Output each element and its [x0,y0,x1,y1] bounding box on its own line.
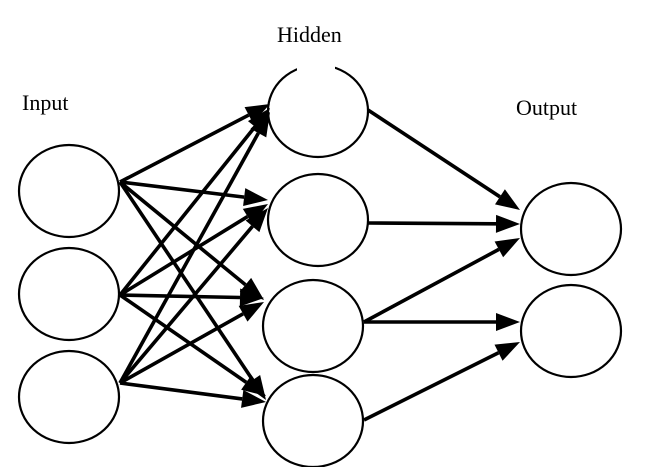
arrowhead-i2-h2 [242,204,268,225]
edge-h4-o2 [363,351,500,422]
edge-i1-h3 [118,180,247,287]
hidden-node-h3 [261,278,365,374]
arrowhead-i1-h2 [243,188,268,207]
edges [118,108,501,422]
arrowhead-i2-h4 [241,374,266,396]
clip-mask [297,60,335,73]
hidden-layer-label: Hidden [277,22,342,47]
arrowhead-i2-h3 [239,288,264,307]
input-node-i1 [17,143,121,239]
arrowhead-h4-o2 [494,342,520,361]
edge-i2-h3 [119,293,241,300]
arrowhead-h1-o1 [495,189,520,210]
edge-h3-o1 [363,247,500,324]
edge-i3-h4 [119,381,243,401]
output-layer-label: Output [516,95,577,120]
edge-h1-o1 [367,108,501,199]
edge-i3-h2 [118,225,254,385]
edge-i2-h2 [119,215,249,297]
edge-i3-h3 [119,312,244,385]
edge-i3-h1 [118,132,260,384]
hidden-node-h1 [266,63,370,159]
hidden-node-h4 [261,373,365,467]
output-node-o2 [519,283,623,379]
arrowhead-i3-h4 [241,389,266,408]
edge-i2-h1 [118,125,257,297]
input-layer-label: Input [22,90,68,115]
arrowhead-h3-o2 [496,313,520,331]
arrowhead-i1-h3 [239,277,264,300]
arrowhead-i3-h1 [250,112,270,138]
edge-i1-h1 [119,113,250,184]
edge-i1-h4 [118,180,255,382]
arrowheads [238,104,520,408]
arrowhead-i1-h1 [244,104,270,124]
arrowhead-i3-h3 [238,302,264,322]
edge-i2-h4 [118,293,248,384]
arrowhead-h3-o1 [494,238,520,258]
nodes [17,63,623,467]
output-node-o1 [519,181,623,277]
arrowhead-i3-h2 [245,208,268,233]
input-node-i2 [17,246,121,342]
arrowhead-i2-h1 [247,108,270,133]
arrowhead-h2-o1 [495,214,520,233]
edge-h2-o1 [367,221,497,226]
input-node-i3 [17,349,121,445]
hidden-node-h2 [266,172,370,268]
